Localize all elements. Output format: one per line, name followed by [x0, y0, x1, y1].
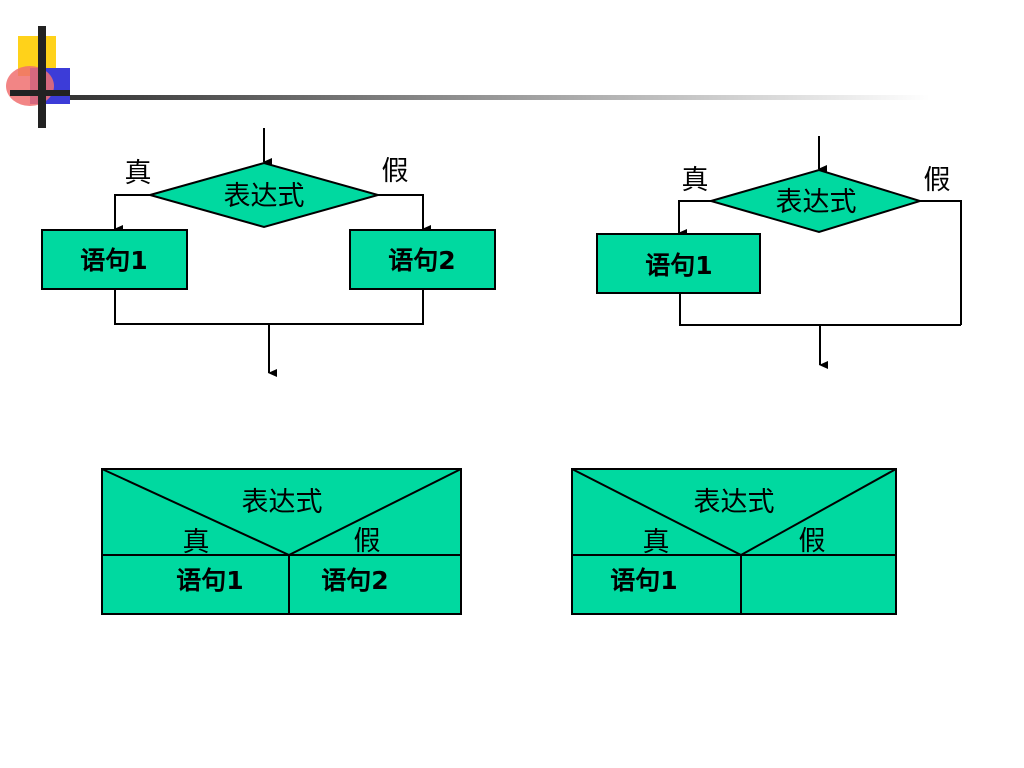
- flowchart-if-else: 表达式 真 假 语句1 语句2: [41, 128, 496, 377]
- ns-diagram-if-else: 表达式 真 假 语句1 语句2: [101, 468, 462, 615]
- false-label: 假: [924, 165, 951, 196]
- ns-diagonal-right: [288, 468, 462, 556]
- statement2-label: 语句2: [388, 246, 455, 275]
- ns-outer-box: [101, 468, 462, 615]
- ns-diagonal-left: [101, 468, 290, 556]
- logo-horizontal-bar: [10, 90, 70, 96]
- true-label: 真: [183, 527, 210, 558]
- flowchart-if: 表达式 真 假 语句1: [596, 136, 962, 369]
- true-label: 真: [125, 158, 152, 189]
- statement1-label: 语句1: [80, 246, 147, 275]
- condition-label: 表达式: [776, 187, 857, 218]
- statement1-label: 语句1: [176, 566, 243, 595]
- statement1-box: [596, 233, 761, 294]
- false-label: 假: [354, 526, 381, 557]
- ns-diagonal-right: [740, 468, 897, 556]
- true-label: 真: [682, 165, 709, 196]
- true-branch-line: [114, 194, 150, 233]
- false-branch-line: [920, 200, 962, 325]
- condition-label: 表达式: [694, 487, 775, 518]
- statement1-label: 语句1: [645, 251, 712, 280]
- condition-label: 表达式: [242, 487, 323, 518]
- logo-vertical-bar: [38, 26, 46, 128]
- merge-line: [679, 293, 961, 326]
- false-label: 假: [799, 526, 826, 557]
- logo-red-blob: [6, 66, 54, 106]
- condition-label: 表达式: [224, 181, 305, 212]
- false-label: 假: [382, 156, 409, 187]
- statement1-label: 语句1: [610, 566, 677, 595]
- false-branch-line: [378, 194, 431, 233]
- statement2-label: 语句2: [321, 566, 388, 595]
- true-label: 真: [643, 527, 670, 558]
- ns-diagram-if: 表达式 真 假 语句1: [571, 468, 897, 615]
- ns-diagonal-left: [571, 468, 742, 556]
- header-logo: [6, 26, 70, 128]
- true-branch-line: [678, 200, 711, 237]
- merge-line: [114, 289, 424, 325]
- header-rule: [70, 95, 930, 100]
- ns-outer-box: [571, 468, 897, 615]
